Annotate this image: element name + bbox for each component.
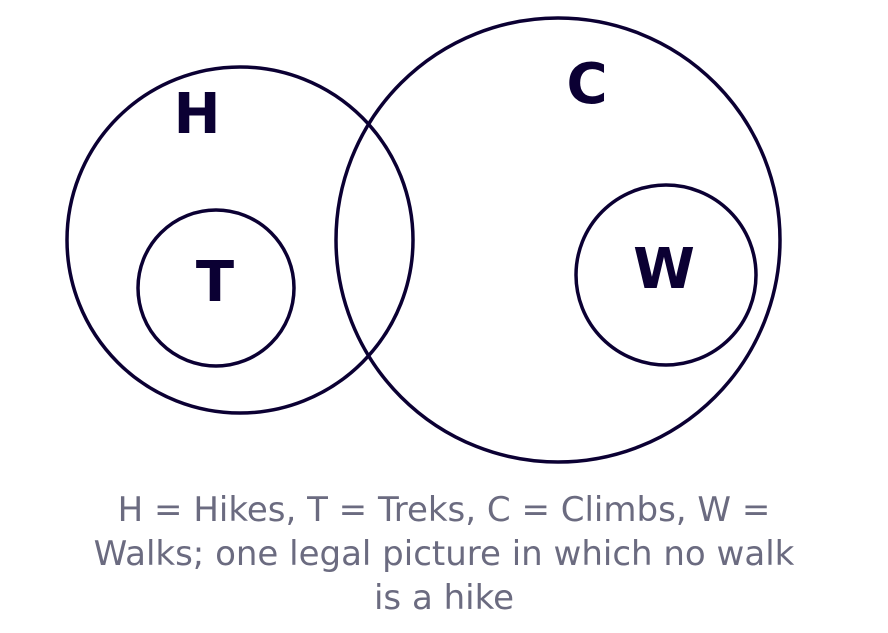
caption-line-2: Walks; one legal picture in which no wal… (93, 534, 795, 574)
set-t-circle (136, 208, 296, 368)
venn-diagram: H T C W (65, 16, 782, 464)
set-c-circle (334, 16, 782, 464)
set-w-circle (574, 183, 758, 367)
set-h-circle (65, 65, 415, 415)
set-w-label: W (633, 237, 695, 302)
caption-line-3: is a hike (373, 578, 514, 618)
caption-line-1: H = Hikes, T = Treks, C = Climbs, W = (117, 490, 771, 530)
set-c-label: C (566, 52, 607, 117)
set-h-label: H (174, 82, 221, 147)
set-t-label: T (196, 250, 234, 315)
diagram-caption: H = Hikes, T = Treks, C = Climbs, W = Wa… (40, 488, 848, 620)
